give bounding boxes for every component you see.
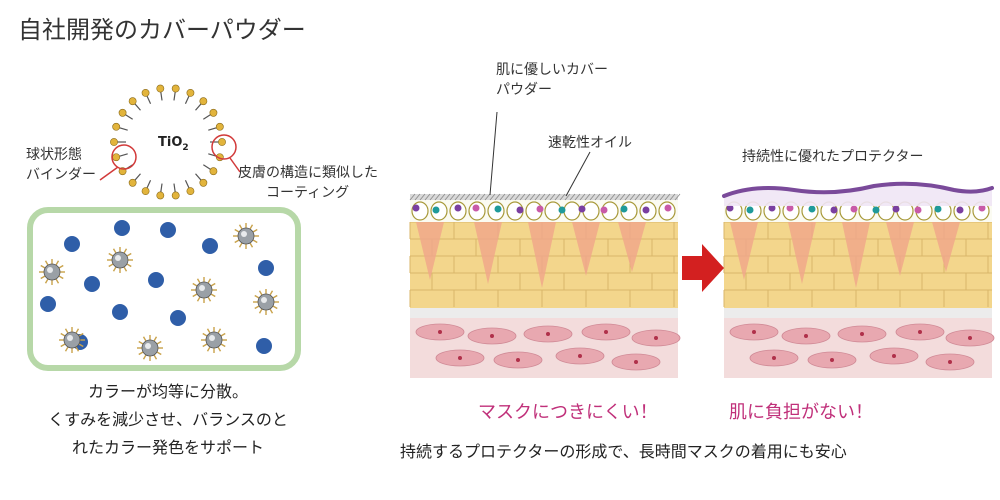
dispersion-box — [27, 207, 301, 371]
blue-pigment-dot — [114, 220, 130, 236]
blue-pigment-dot — [160, 222, 176, 238]
tio2-label: TiO2 — [158, 135, 189, 153]
oil-leader-line — [565, 151, 591, 197]
coated-particle — [137, 335, 163, 361]
dispersion-caption: カラーが均等に分散。 くすみを減少させ、バランスのと れたカラー発色をサポート — [48, 382, 288, 457]
tio2-particle — [110, 84, 226, 200]
transition-arrow — [682, 244, 724, 292]
bottom-caption: 持続するプロテクターの形成で、長時間マスクの着用にも安心 — [400, 442, 847, 461]
coated-particle — [191, 277, 217, 303]
coated-particle — [39, 259, 65, 285]
coated-particle — [253, 289, 279, 315]
benefit-mask: マスクにつきにくい！ — [478, 402, 658, 423]
powder-label: 肌に優しいカバー パウダー — [496, 62, 608, 98]
page-title: 自社開発のカバーパウダー — [18, 16, 306, 44]
blue-pigment-dot — [256, 338, 272, 354]
coated-particle — [107, 247, 133, 273]
coated-particle — [59, 327, 85, 353]
coated-particle — [233, 223, 259, 249]
coating-leader-line — [229, 157, 241, 173]
binder-leader-line — [99, 166, 119, 181]
blue-pigment-dot — [148, 272, 164, 288]
blue-pigment-dot — [258, 260, 274, 276]
powder-leader-line — [489, 111, 498, 196]
skin-section-before — [409, 193, 681, 378]
protector-label: 持続性に優れたプロテクター — [742, 149, 924, 165]
blue-pigment-dot — [40, 296, 56, 312]
skin-section-after — [722, 181, 995, 378]
coated-particle — [201, 327, 227, 353]
dispersion-particles — [39, 220, 279, 361]
blue-pigment-dot — [64, 236, 80, 252]
binder-label: 球状形態 バインダー — [26, 147, 96, 183]
blue-pigment-dot — [170, 310, 186, 326]
blue-pigment-dot — [84, 276, 100, 292]
oil-label: 速乾性オイル — [548, 135, 632, 151]
blue-pigment-dot — [112, 304, 128, 320]
benefit-skin: 肌に負担がない！ — [729, 402, 873, 423]
binder-callout-circle — [111, 144, 137, 170]
coating-label: 皮膚の構造に類似した コーティング — [238, 165, 378, 201]
blue-pigment-dot — [202, 238, 218, 254]
coating-callout-circle — [211, 134, 237, 160]
